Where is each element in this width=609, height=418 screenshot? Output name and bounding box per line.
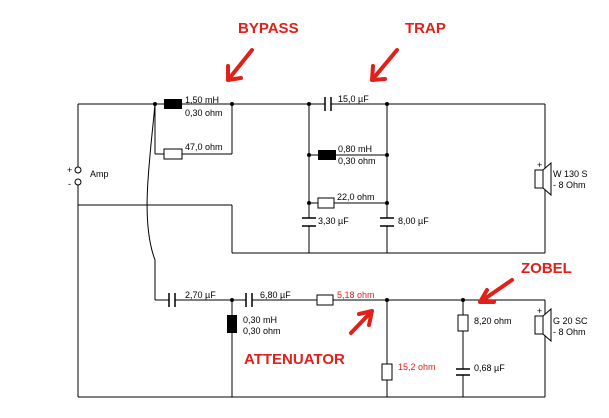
c-trap-value: 15,0 µF (338, 94, 369, 104)
amp-label: Amp (90, 169, 109, 179)
woofer-impedance: - 8 Ohm (553, 180, 586, 190)
annotation-arrows (226, 48, 514, 335)
resistor-zobel (457, 314, 469, 332)
r-zobel-value: 8,20 ohm (474, 316, 512, 326)
capacitor-tweeter-1 (168, 293, 176, 307)
wires (77, 103, 546, 398)
trap-arrow (370, 48, 399, 82)
capacitor-zobel (456, 368, 470, 376)
resistor-trap (317, 197, 335, 209)
attenuator-arrow (349, 309, 374, 335)
c-zobel-value: 0,68 µF (474, 363, 505, 373)
resistor-tweeter-series (316, 294, 334, 306)
c-trap-b-value: 8,00 µF (398, 216, 429, 226)
tweeter-plus: + (537, 306, 542, 316)
inductor-l1 (164, 99, 182, 109)
l-shunt-inductance: 0,30 mH (243, 315, 277, 325)
c-trap-a-value: 3,30 µF (318, 216, 349, 226)
inductor-tweeter-shunt (227, 315, 237, 333)
amp-plus-label: + (67, 165, 72, 175)
amp-minus-label: - (68, 179, 71, 189)
zobel-label: ZOBEL (521, 260, 572, 277)
r-series-value: 5,18 ohm (337, 290, 375, 300)
bypass-label: BYPASS (238, 20, 299, 37)
resistor-bypass (163, 148, 183, 160)
l1-resistance: 0,30 ohm (185, 108, 223, 118)
r-trap-value: 22,0 ohm (337, 192, 375, 202)
zobel-arrow (478, 278, 514, 304)
tweeter-speaker-icon (534, 307, 552, 343)
resistor-tweeter-shunt (381, 363, 393, 381)
woofer-name: W 130 S (553, 169, 588, 179)
capacitor-trap-b (380, 217, 394, 227)
amp-terminals (74, 166, 82, 186)
capacitor-trap-a (302, 217, 316, 227)
c1-tweeter-value: 2,70 µF (185, 290, 216, 300)
l-trap-resistance: 0,30 ohm (338, 156, 376, 166)
bypass-arrow (226, 48, 254, 82)
trap-label: TRAP (405, 20, 446, 37)
woofer-speaker-icon (534, 161, 552, 197)
l-shunt-resistance: 0,30 ohm (243, 326, 281, 336)
l1-inductance: 1,50 mH (185, 95, 219, 105)
attenuator-label: ATTENUATOR (244, 351, 345, 368)
r-bypass-value: 47,0 ohm (185, 142, 223, 152)
capacitor-tweeter-2 (245, 293, 253, 307)
tweeter-impedance: - 8 Ohm (553, 327, 586, 337)
woofer-plus: + (537, 160, 542, 170)
junctions (153, 102, 465, 302)
tweeter-name: G 20 SC (553, 316, 588, 326)
capacitor-trap-series (324, 97, 332, 111)
r-shunt-value: 15,2 ohm (398, 362, 436, 372)
l-trap-inductance: 0,80 mH (338, 144, 372, 154)
c2-tweeter-value: 6,80 µF (260, 290, 291, 300)
inductor-trap (318, 150, 336, 160)
